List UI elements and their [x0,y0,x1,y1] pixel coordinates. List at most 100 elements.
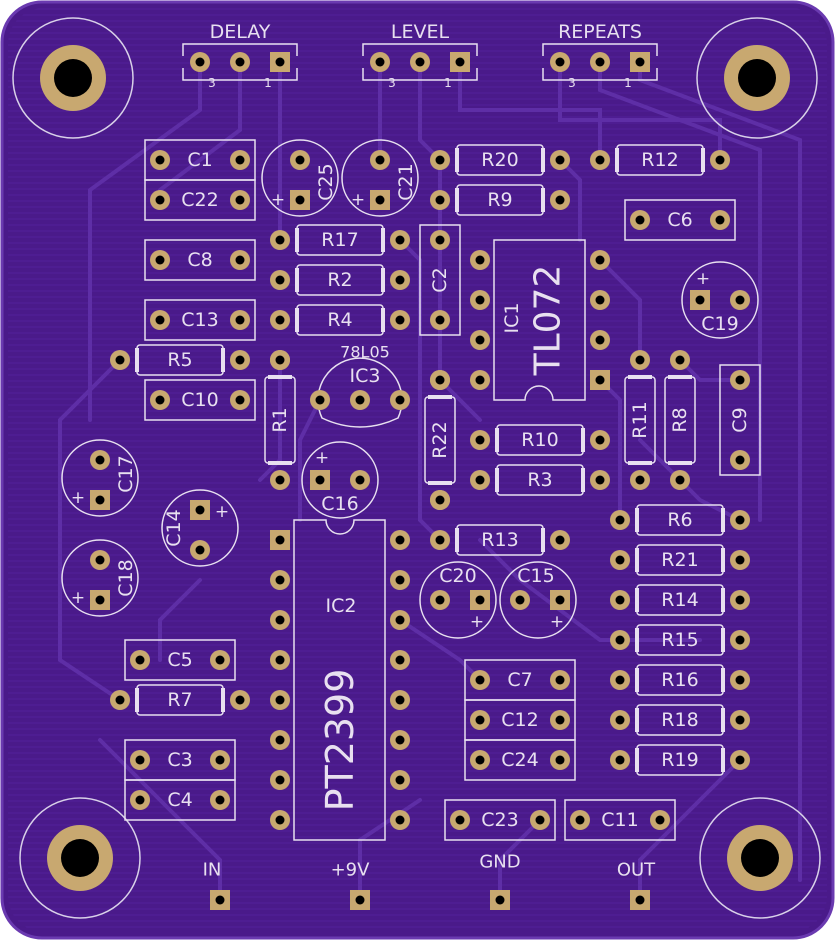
pot-header [542,43,658,81]
resistor-pad [730,590,750,610]
capacitor-label: C9 [729,407,751,432]
capacitor-box [144,379,256,421]
resistor-label: R19 [661,749,698,771]
capacitor-pad [470,750,490,770]
mounting-hole-bottom-right [699,797,821,919]
capacitor-pad-positive [470,590,490,610]
capacitor-pad [210,790,230,810]
resistor-label: R10 [521,429,558,451]
capacitor-pad [210,650,230,670]
capacitor-label: C14 [163,509,185,546]
capacitor-pad [230,390,250,410]
regulator-pin [350,390,370,410]
resistor [135,684,225,716]
capacitor-pad [150,150,170,170]
resistor-pad [390,270,410,290]
pads-layer [90,52,750,910]
resistor-label: R12 [641,149,678,171]
polarity-plus: + [696,269,710,289]
resistor-label: R20 [481,149,518,171]
resistor-label: R13 [481,529,518,551]
resistor-pad [610,630,630,650]
io-label: GND [479,852,520,873]
polarity-plus: + [71,488,85,508]
ic-pin [590,370,610,390]
capacitor-label: C15 [517,565,554,587]
capacitor-pad [430,590,450,610]
resistor-pad [430,190,450,210]
pin-number-1: 1 [264,76,272,90]
capacitor-pad [470,710,490,730]
resistor [455,184,545,216]
capacitor-label: C23 [481,809,518,831]
capacitor-label: C19 [701,313,738,335]
resistor-label: R21 [661,549,698,571]
io-pad [490,890,510,910]
resistor [635,584,725,616]
via [430,370,450,390]
resistor [455,144,545,176]
polarity-plus: + [470,612,484,632]
capacitor-pad [630,210,650,230]
capacitor-label: C1 [187,149,212,171]
resistor-label: R5 [167,349,192,371]
capacitor-label: C13 [181,309,218,331]
capacitor-pad [430,230,450,250]
io-pad [210,890,230,910]
resistor-pad [390,310,410,330]
io-label: IN [203,860,222,881]
resistor-vertical [624,375,656,465]
capacitor-label: C17 [115,455,137,492]
resistor-pad [610,670,630,690]
capacitor-electrolytic [499,561,577,639]
io-label: +9V [331,860,371,881]
resistor-label: R3 [527,469,552,491]
resistor-label: R4 [327,309,352,331]
silkscreen-layer [61,43,761,841]
resistor [455,524,545,556]
resistor-label: R9 [487,189,512,211]
pot-header [362,43,478,81]
capacitor-pad [430,310,450,330]
header-pin-3 [370,52,390,72]
capacitor-box-vertical [719,364,761,476]
resistor-pad [470,470,490,490]
ic-pin [470,370,490,390]
capacitor-pad [150,310,170,330]
capacitor-box [624,199,736,241]
capacitor-pad [150,390,170,410]
regulator-ref-label: IC3 [350,365,381,387]
ic-pin [390,610,410,630]
mounting-holes [12,17,821,919]
capacitor-label: C24 [501,749,538,771]
resistor-pad [670,470,690,490]
resistor-label: R16 [661,669,698,691]
ground-pour [8,8,827,932]
resistor [635,744,725,776]
ic-pin [270,770,290,790]
ic-pin [390,690,410,710]
capacitor-label: C11 [601,809,638,831]
capacitor-pad [230,190,250,210]
resistor-vertical [264,375,296,465]
ic-pin [390,770,410,790]
header-pin-3 [190,52,210,72]
ic-pin [270,730,290,750]
resistor-vertical [664,375,696,465]
header-pin-2 [590,52,610,72]
resistor [495,424,585,456]
capacitor-box [444,799,556,841]
header-pin-1 [630,52,650,72]
resistor-pad [110,690,130,710]
capacitor-label: C5 [167,649,192,671]
resistor-pad [550,530,570,550]
capacitor-pad [650,810,670,830]
io-pad [350,890,370,910]
resistor-pad [590,150,610,170]
resistor-pad [590,470,610,490]
resistor-pad [110,350,130,370]
capacitor-label: C21 [395,163,417,200]
resistor-label: R8 [669,407,691,432]
capacitor-pad [710,210,730,230]
